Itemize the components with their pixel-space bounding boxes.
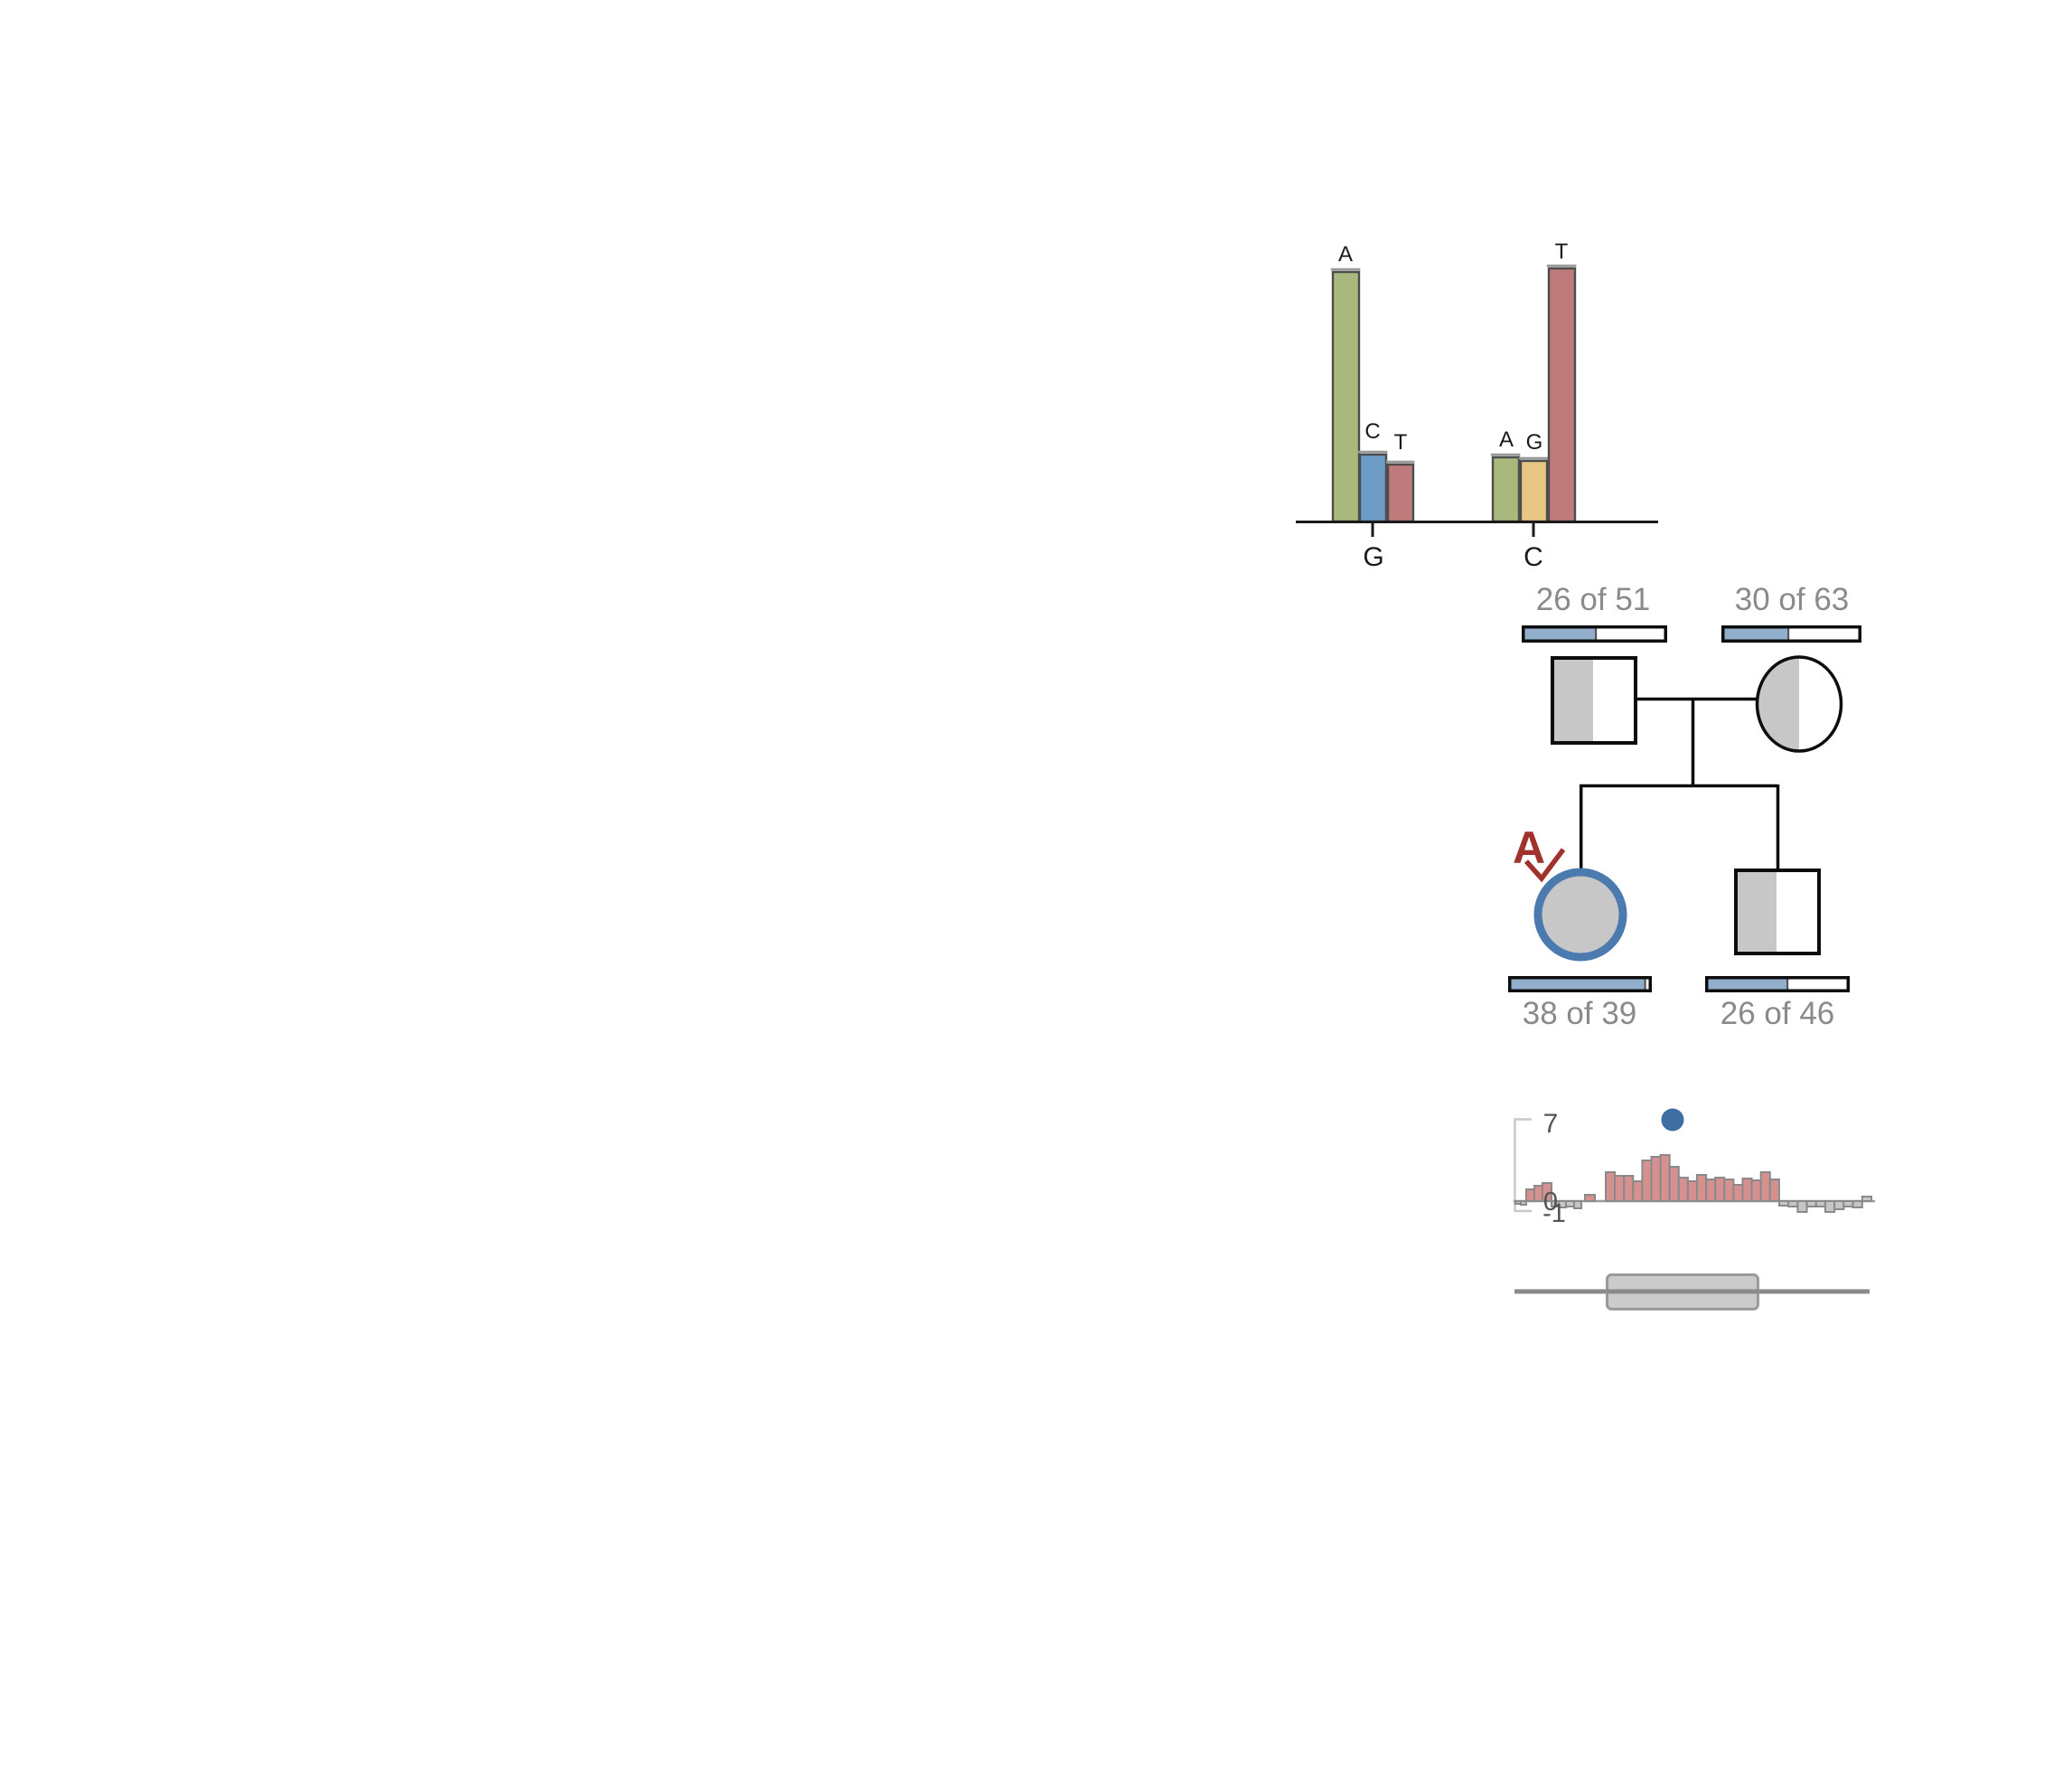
- svg-text:C: C: [1364, 419, 1380, 444]
- svg-text:-1: -1: [1542, 1199, 1566, 1228]
- svg-text:A: A: [1338, 242, 1353, 267]
- svg-text:G: G: [1526, 430, 1543, 455]
- svg-text:T: T: [1394, 430, 1408, 455]
- svg-text:26 of 46: 26 of 46: [1720, 996, 1835, 1031]
- svg-text:G: G: [1363, 542, 1383, 572]
- svg-text:T: T: [1555, 239, 1569, 264]
- svg-text:A: A: [1499, 427, 1514, 452]
- svg-text:30 of 63: 30 of 63: [1735, 582, 1850, 617]
- svg-text:C: C: [1524, 542, 1543, 572]
- svg-text:26 of 51: 26 of 51: [1536, 582, 1651, 617]
- svg-text:0: 0: [1543, 1188, 1558, 1216]
- svg-text:7: 7: [1543, 1109, 1559, 1139]
- svg-text:38 of 39: 38 of 39: [1523, 996, 1637, 1031]
